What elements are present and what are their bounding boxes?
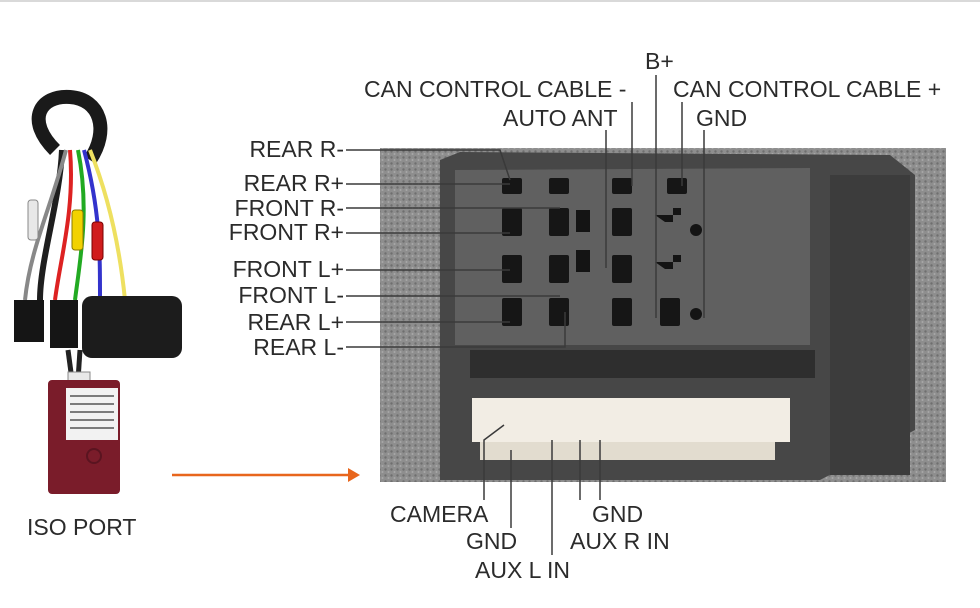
label-rear-l-plus: REAR L+ (247, 309, 344, 335)
label-gnd-bottom-2: GND (592, 501, 644, 527)
can-bus-module (48, 380, 120, 494)
harness-illustration (14, 89, 182, 385)
label-rear-r-minus: REAR R- (249, 136, 344, 162)
label-auto-ant: AUTO ANT (503, 105, 618, 131)
leader-lines (346, 75, 705, 555)
top-divider (0, 0, 980, 2)
label-gnd-top: GND (696, 105, 748, 131)
label-aux-l-in: AUX L IN (475, 557, 571, 583)
label-b-plus: B+ (645, 48, 674, 74)
connector-pins (502, 178, 702, 326)
label-front-r-minus: FRONT R- (234, 195, 344, 221)
caption-iso-port: ISO PORT (27, 514, 137, 540)
label-camera: CAMERA (390, 501, 489, 527)
label-can-minus: CAN CONTROL CABLE - (364, 76, 627, 102)
label-front-r-plus: FRONT R+ (228, 219, 344, 245)
label-can-plus: CAN CONTROL CABLE + (673, 76, 942, 102)
label-rear-r-plus: REAR R+ (243, 170, 344, 196)
arrow-right (172, 468, 360, 482)
label-gnd-bottom-1: GND (466, 528, 518, 554)
label-rear-l-minus: REAR L- (253, 334, 344, 360)
label-front-l-minus: FRONT L- (238, 282, 344, 308)
label-front-l-plus: FRONT L+ (232, 256, 344, 282)
label-aux-r-in: AUX R IN (570, 528, 670, 554)
